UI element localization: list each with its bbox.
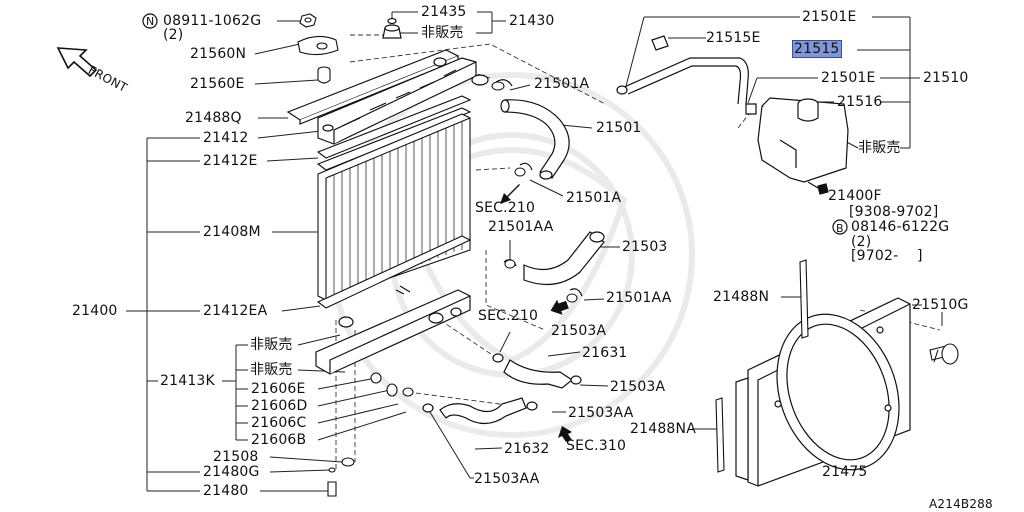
fan-shroud <box>735 297 911 487</box>
oil-cooler-hoses <box>422 353 582 425</box>
part-label-21475: 21475 <box>822 464 868 480</box>
not-sold-label-2: 非販売 <box>250 362 293 378</box>
section-arrows <box>500 184 572 442</box>
left-leader-lines <box>126 11 506 492</box>
catalog-code: A214B288 <box>929 497 993 511</box>
shroud-seal-strips <box>715 259 809 473</box>
part-label-21488q: 21488Q <box>185 110 242 126</box>
part-label-21488n: 21488N <box>713 289 770 305</box>
gasket-upper <box>316 95 472 171</box>
right-leader-lines <box>429 16 943 479</box>
part-label-21510g: 21510G <box>912 297 969 313</box>
part-label-21606d: 21606D <box>251 398 308 414</box>
part-label-21510: 21510 <box>923 70 969 86</box>
part-range-08146: [9702- ] <box>851 248 923 264</box>
upper-hose <box>495 79 570 180</box>
section-ref-sec210-a: SEC.210 <box>475 200 536 216</box>
part-label-21400f: 21400F <box>828 188 882 204</box>
part-label-21631: 21631 <box>582 345 628 361</box>
part-label-21501e-top: 21501E <box>802 9 857 25</box>
part-label-21516: 21516 <box>837 94 883 110</box>
drain-parts <box>327 372 414 497</box>
part-label-21501a-top: 21501A <box>534 76 590 92</box>
part-label-21501a-bottom: 21501A <box>566 190 622 206</box>
part-label-21480g: 21480G <box>203 464 260 480</box>
part-label-21400: 21400 <box>72 303 118 319</box>
part-label-21503: 21503 <box>622 239 668 255</box>
part-label-21515-highlighted[interactable]: 21515 <box>792 40 842 58</box>
not-sold-label-cap: 非販売 <box>421 25 464 41</box>
gasket-lower <box>316 235 472 309</box>
part-label-21503aa-bottom: 21503AA <box>474 471 540 487</box>
part-label-21501e-mid: 21501E <box>821 70 876 86</box>
part-range-21400f: [9308-9702] <box>849 204 939 220</box>
part-label-21503a-bottom: 21503A <box>610 379 666 395</box>
part-label-21560e: 21560E <box>190 76 245 92</box>
part-label-08911-1062g: 08911-1062G <box>163 13 262 29</box>
not-sold-label-1: 非販売 <box>250 337 293 353</box>
not-sold-label-tank: 非販売 <box>858 140 901 156</box>
part-label-21413k: 21413K <box>160 373 215 389</box>
part-label-21480: 21480 <box>203 483 249 499</box>
part-label-21501: 21501 <box>596 120 642 136</box>
part-label-21435: 21435 <box>421 4 467 20</box>
section-ref-sec310: SEC.310 <box>566 438 627 454</box>
part-label-21488na: 21488NA <box>630 421 696 437</box>
overflow-hose <box>616 35 749 105</box>
shroud-clip <box>929 343 959 365</box>
part-label-21408m: 21408M <box>203 224 261 240</box>
front-arrow-icon <box>56 47 98 78</box>
part-label-21606c: 21606C <box>251 415 307 431</box>
mount-hardware <box>297 13 339 84</box>
part-label-21501aa-bottom: 21501AA <box>606 290 672 306</box>
section-ref-sec210-b: SEC.210 <box>478 308 539 324</box>
lower-tank <box>315 285 471 375</box>
part-label-21632: 21632 <box>504 441 550 457</box>
prefix-n-symbol: N <box>146 15 155 28</box>
part-label-21606e: 21606E <box>251 381 306 397</box>
reservoir-tank <box>745 97 849 195</box>
part-label-21503aa-mid: 21503AA <box>568 405 634 421</box>
part-label-21412ea: 21412EA <box>203 303 268 319</box>
part-qty-08911: (2) <box>163 27 184 43</box>
part-label-21430: 21430 <box>509 13 555 29</box>
radiator-cap <box>382 17 402 39</box>
part-label-21508: 21508 <box>213 449 259 465</box>
part-label-21503a-top: 21503A <box>551 323 607 339</box>
part-label-21560n: 21560N <box>190 46 247 62</box>
prefix-symbols <box>142 13 848 235</box>
part-label-21412e: 21412E <box>203 153 258 169</box>
part-label-08146-6122g: 08146-6122G <box>851 219 950 235</box>
hose-clamps <box>491 81 578 303</box>
part-qty-08146: (2) <box>851 234 872 250</box>
part-label-21515e: 21515E <box>706 30 761 46</box>
part-label-21606b: 21606B <box>251 432 307 448</box>
lower-hose <box>503 231 605 297</box>
part-label-21501aa-top: 21501AA <box>488 219 554 235</box>
part-label-21412: 21412 <box>203 130 249 146</box>
prefix-b-symbol: B <box>836 222 844 235</box>
upper-tank <box>317 57 489 145</box>
